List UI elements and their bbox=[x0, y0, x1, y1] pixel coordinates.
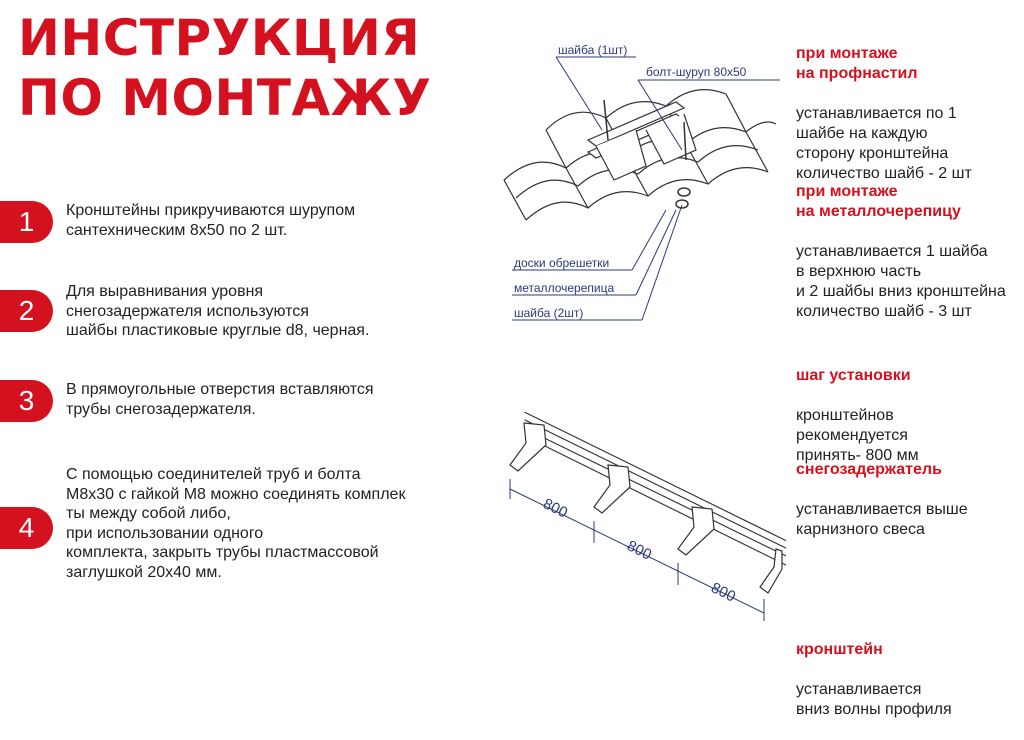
note-step: шаг установки кронштейнов рекомендуется … bbox=[796, 346, 919, 486]
step-number-badge: 1 bbox=[0, 201, 53, 243]
dimension-lines bbox=[509, 479, 765, 621]
label-metal-tile: металлочерепица bbox=[514, 281, 614, 295]
bracket-illustration bbox=[586, 101, 697, 181]
note-body: устанавливается вниз волны профиля bbox=[796, 681, 952, 718]
note-metal-tile: при монтаже на металлочерепицу устанавли… bbox=[796, 162, 1006, 342]
washers bbox=[675, 187, 691, 209]
note-body: устанавливается 1 шайба в верхнюю часть … bbox=[796, 243, 1006, 320]
note-body: устанавливается выше карнизного свеса bbox=[796, 501, 968, 538]
note-heading: при монтаже на профнастил bbox=[796, 45, 918, 82]
page-title: ИНСТРУКЦИЯ ПО МОНТАЖУ bbox=[18, 8, 431, 128]
note-heading: кронштейн bbox=[796, 641, 883, 658]
title-line-1: ИНСТРУКЦИЯ bbox=[18, 9, 421, 67]
dimension-label: 800 bbox=[624, 537, 654, 563]
step-text: Кронштейны прикручиваются шурупом сантех… bbox=[66, 202, 356, 239]
bolt-screws bbox=[603, 99, 687, 161]
title-line-2: ПО МОНТАЖУ bbox=[18, 69, 432, 127]
note-heading: при монтаже на металлочерепицу bbox=[796, 183, 961, 220]
note-snow-guard: снегозадержатель устанавливается выше ка… bbox=[796, 440, 968, 560]
step-text: В прямоугольные отверстия вставляются тр… bbox=[66, 381, 374, 418]
step-number-badge: 2 bbox=[0, 290, 53, 332]
snow-guard-spacing-diagram: 800 800 800 bbox=[509, 411, 786, 621]
roof-mounting-diagram: шайба (1шт) болт-шуруп 80х50 доски обреш… bbox=[503, 43, 780, 321]
brackets bbox=[509, 422, 783, 594]
step-text: Для выравнивания уровня снегозадержателя… bbox=[66, 283, 370, 339]
label-bolt: болт-шуруп 80х50 bbox=[646, 65, 747, 79]
label-boards: доски обрешетки bbox=[514, 256, 609, 270]
note-heading: снегозадержатель bbox=[796, 461, 942, 478]
step-number-badge: 3 bbox=[0, 380, 53, 422]
dimension-label: 800 bbox=[540, 495, 570, 521]
step-number-badge: 4 bbox=[0, 507, 53, 549]
note-body: устанавливается по 1 шайбе на каждую сто… bbox=[796, 105, 972, 182]
snow-guard-illustration bbox=[524, 411, 786, 566]
label-washer-bottom: шайба (2шт) bbox=[514, 306, 583, 320]
note-heading: шаг установки bbox=[796, 367, 911, 384]
note-profnastil: при монтаже на профнастил устанавливаетс… bbox=[796, 24, 972, 204]
callout-lines bbox=[512, 56, 780, 321]
label-washer-top: шайба (1шт) bbox=[558, 43, 627, 57]
note-bracket: кронштейн устанавливается вниз волны про… bbox=[796, 620, 952, 740]
note-body: кронштейнов рекомендуется принять- 800 м… bbox=[796, 407, 919, 464]
step-text: С помощью соединителей труб и болта М8х3… bbox=[66, 466, 406, 581]
dimension-label: 800 bbox=[708, 579, 738, 605]
